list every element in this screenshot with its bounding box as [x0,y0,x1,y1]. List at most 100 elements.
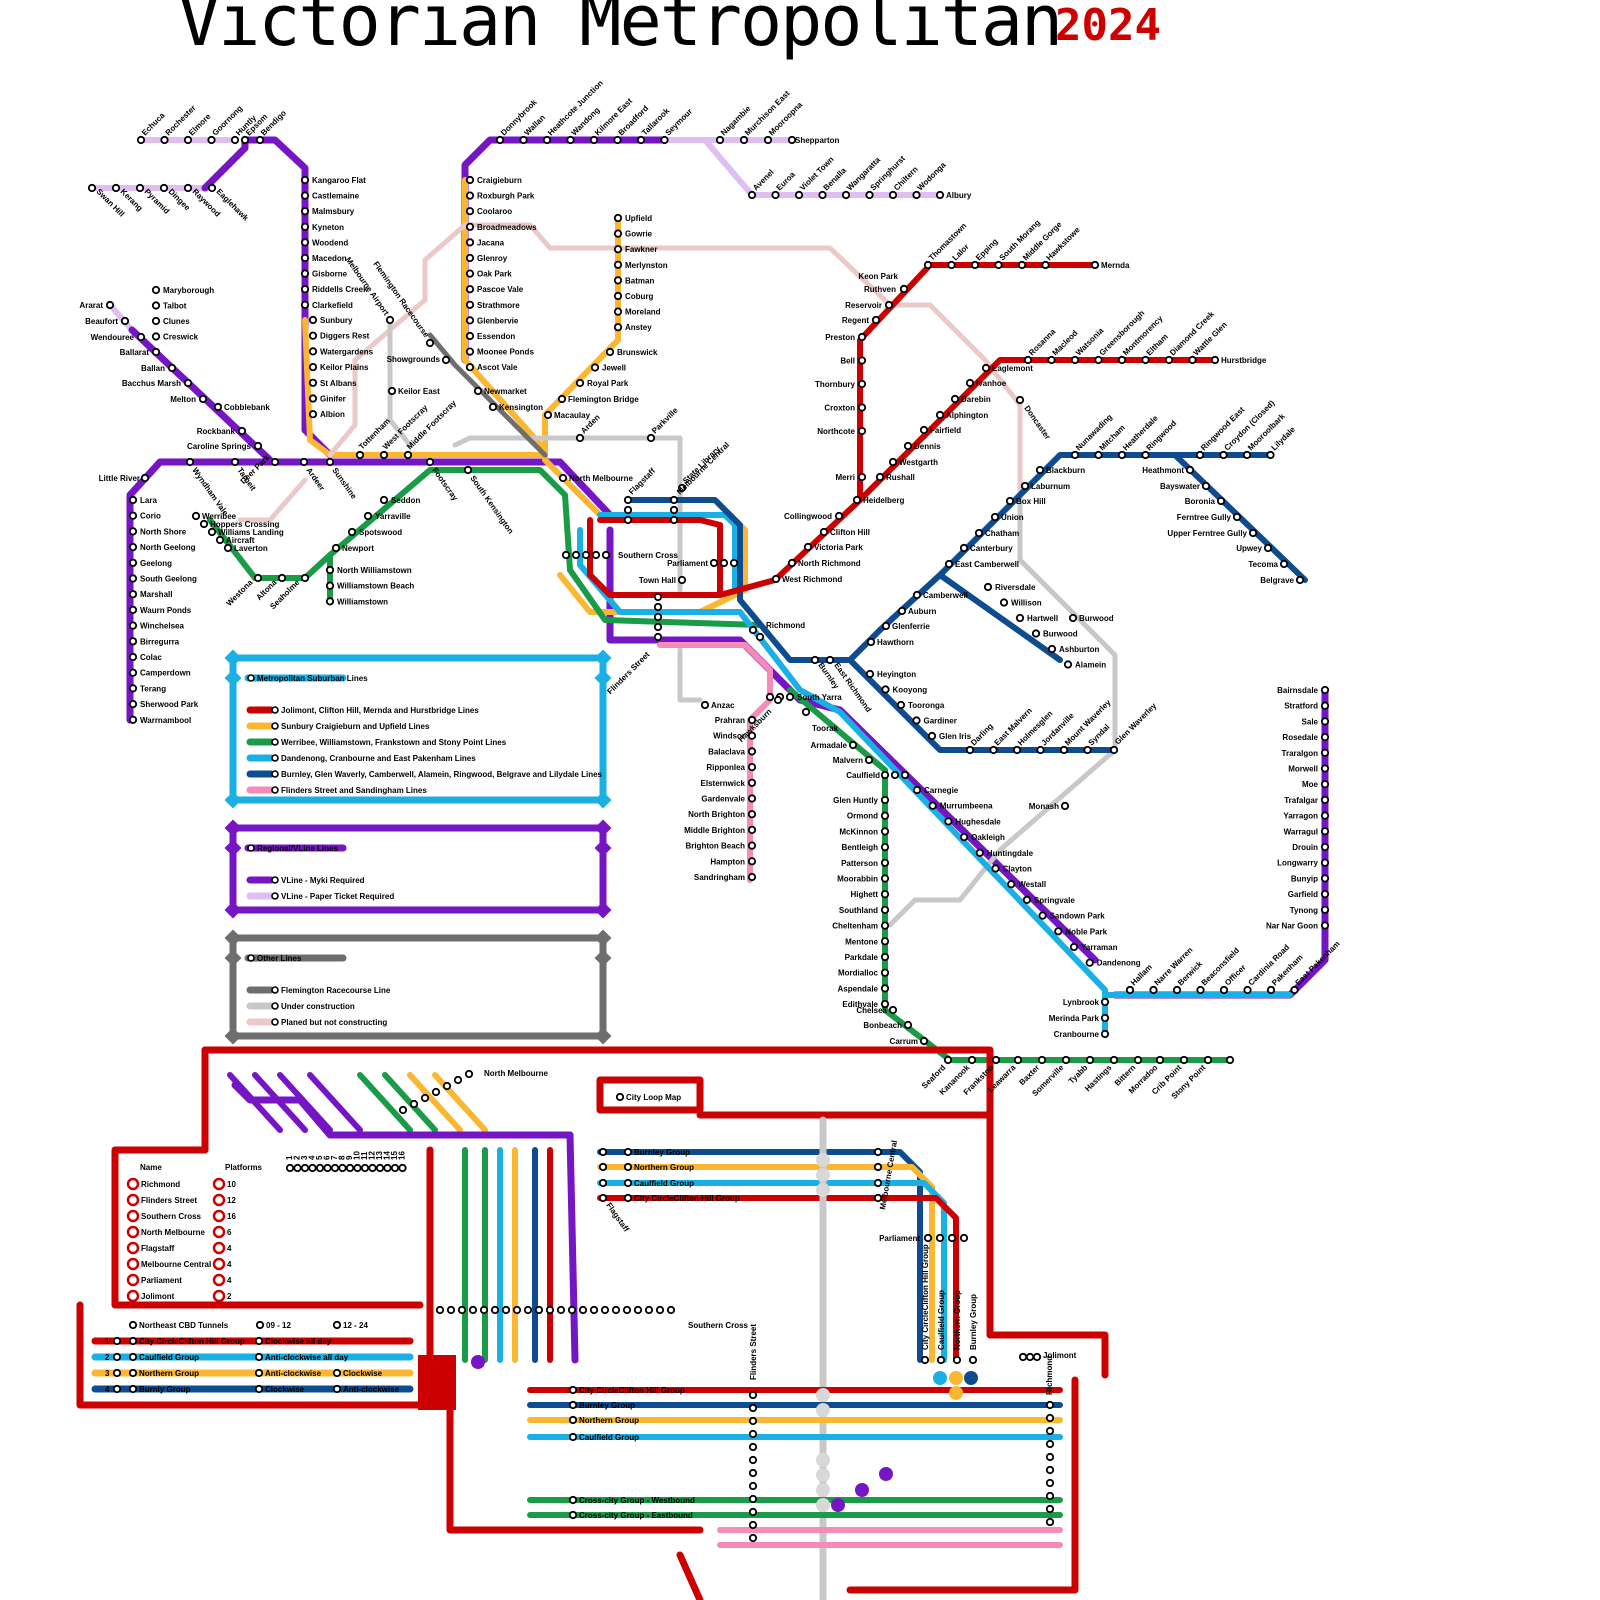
station-stop [888,1005,898,1015]
station-stop [1320,780,1330,789]
station-stop [994,260,1003,270]
tunnel-dir-b: Anti-clockwise [343,1385,400,1394]
legend-header: Metropolitan Suburban Lines [257,674,368,683]
station-stop [151,285,161,295]
legend-stop [271,722,279,730]
station-stop [128,715,138,724]
station-stop [880,905,890,915]
route-line [462,177,548,453]
platform-row-marker [126,1257,140,1271]
station-stop [1185,465,1195,475]
legend-stop [247,844,255,852]
station-label: Fawkner [625,245,657,254]
station-stop [1141,355,1150,365]
station-stop [1085,958,1094,967]
station-stop [387,386,397,396]
station-stop [857,379,867,389]
station-label: Preston [825,333,855,342]
station-stop [160,135,169,145]
station-label: Mordialloc [838,969,879,978]
loop-group-label: Cross-city Group - Eastbound [579,1511,693,1520]
station-stop [465,269,475,278]
platform-row-count: 4 [227,1276,232,1285]
station-stop [330,1163,340,1173]
station-stop [398,1163,407,1173]
station-stop [442,1081,452,1091]
station-label: Newmarket [484,387,527,396]
station-label: Beaufort [85,317,118,326]
station-stop [285,1163,295,1173]
station-stop [198,394,208,404]
station-label: Ormond [847,812,878,821]
station-stop [601,550,611,560]
station-stop [140,473,150,483]
station-label: Highett [850,890,878,899]
station-stop [623,1162,633,1172]
station-stop [1195,450,1205,460]
route-lines [76,136,1329,1600]
station-label: Tecoma [1248,560,1278,569]
platform-number: 6 [323,1155,332,1160]
station-stop [308,410,318,419]
tunnel-dir-a: Anti-clockwise [265,1369,322,1378]
platform-row-name: Richmond [141,1180,180,1189]
station-stop [1018,1352,1028,1362]
station-label: Wendouree [91,333,135,342]
station-label: Ruthven [864,285,896,294]
station-stop [128,511,138,520]
station-label: Fairfield [930,426,961,435]
station-label: Glenferrie [892,622,930,631]
loop-grey-stop [816,1468,830,1482]
station-stop [183,183,193,193]
station-stop [128,621,138,630]
station-stop [880,842,890,852]
station-stop [748,1507,758,1517]
loop-frame [846,1376,1079,1594]
station-label: Seddon [391,496,420,505]
station-label: Bairnsdale [1277,686,1318,695]
station-stop [943,1055,953,1065]
station-stop [571,550,581,560]
station-stop [1290,985,1299,995]
station-stop [465,253,475,263]
station-stop [968,1355,978,1365]
legend-corner [594,649,612,667]
station-stop [991,1055,1001,1065]
station-stop [253,573,263,583]
station-stop [1117,355,1127,365]
station-stop [801,707,811,717]
station-stop [1188,355,1197,365]
station-stop [747,747,757,756]
station-stop [111,183,121,193]
route-line [327,467,763,628]
loop-grey-stop [816,1403,830,1417]
station-stop [1172,985,1182,995]
loop-grey-stop [816,1168,830,1182]
station-stop [159,183,169,193]
station-label: Heathmont [1142,466,1184,475]
station-stop [875,472,885,482]
legend-corner [224,791,242,809]
map-title: Victorian Metropolitan [178,0,1063,62]
station-stop [368,1163,377,1173]
loop-frame [76,1301,434,1409]
station-label: Huntingdale [987,849,1034,858]
station-stop [300,573,310,583]
route-line [597,512,738,593]
station-stop [896,700,906,710]
station-label: Waurn Ponds [140,606,192,615]
loop-frame [596,1076,704,1114]
station-label: Werribee [202,512,237,521]
platform-row-name: Flinders Street [141,1196,197,1205]
tunnel-header: 12 - 24 [343,1321,368,1330]
legend-corner [224,839,242,857]
station-label: Melton [170,395,196,404]
station-stop [1100,1029,1110,1039]
station-stop [944,817,953,826]
station-label: Elsternwick [701,779,746,788]
station-label: North Shore [140,527,187,536]
station-stop [834,511,844,521]
station-stop [959,832,969,842]
station-label: Willison [1011,599,1042,608]
